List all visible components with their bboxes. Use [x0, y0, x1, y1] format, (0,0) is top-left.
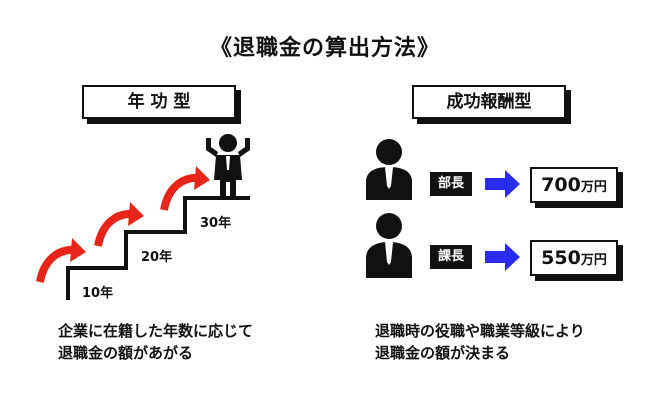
amount-value: 700 — [541, 174, 581, 196]
role-label-manager: 課長 — [430, 245, 472, 269]
amount-unit: 万円 — [580, 180, 607, 195]
stair-steps — [66, 196, 250, 300]
person-icon — [206, 134, 250, 196]
performance-type-header: 成功報酬型 — [412, 85, 566, 119]
curved-arrow-head — [128, 202, 144, 226]
amount-unit: 万円 — [580, 253, 607, 268]
performance-type-label: 成功報酬型 — [446, 92, 532, 112]
amount-value: 550 — [541, 247, 581, 269]
person-icon — [366, 139, 412, 200]
amount-box-director: 700万円 — [530, 167, 618, 203]
role-label-director: 部長 — [430, 172, 472, 196]
seniority-type-label: 年 功 型 — [127, 92, 191, 112]
year-label-30: 30年 — [200, 216, 232, 231]
seniority-type-header: 年 功 型 — [82, 85, 236, 119]
curved-arrow-head — [70, 238, 86, 262]
person-icon — [366, 213, 412, 278]
performance-description: 退職時の役職や職業等級により 退職金の額が決まる — [375, 322, 585, 362]
amount-box-manager: 550万円 — [530, 240, 618, 276]
curved-arrow-head — [194, 166, 210, 190]
year-label-10: 10年 — [82, 286, 114, 301]
arrow-right-icon — [485, 170, 520, 198]
year-label-20: 20年 — [141, 250, 173, 265]
seniority-description: 企業に在籍した年数に応じて 退職金の額があがる — [58, 322, 254, 362]
diagram-title: 《退職金の算出方法》 — [209, 36, 440, 61]
arrow-right-icon — [485, 243, 520, 271]
